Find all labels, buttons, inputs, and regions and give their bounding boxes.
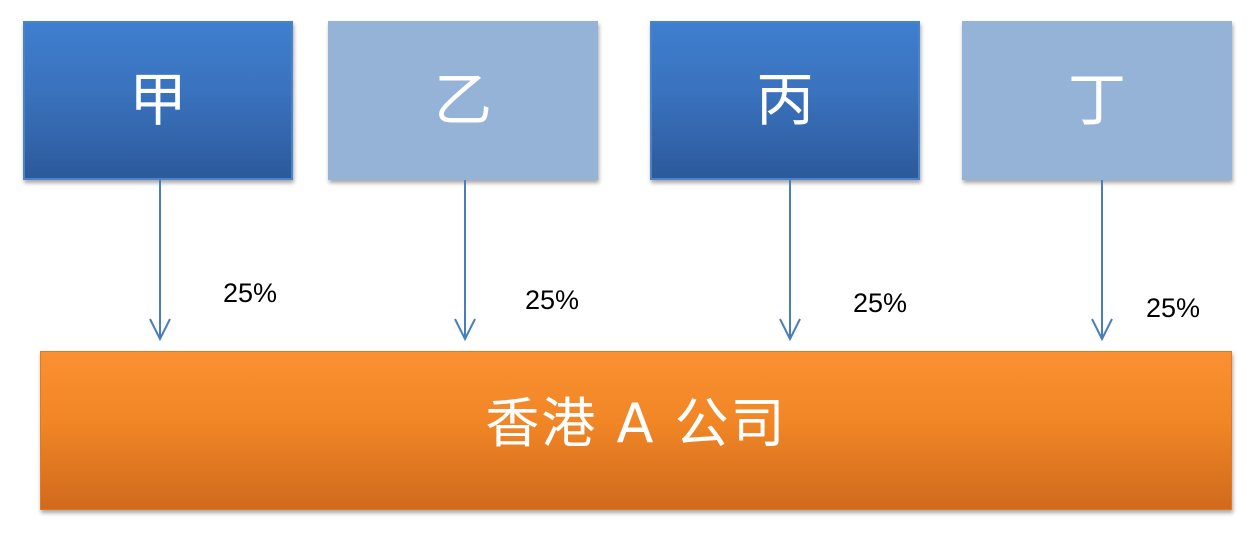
owner-box-yi: 乙 (328, 21, 598, 180)
owner-label-jia: 甲 (128, 65, 187, 134)
owner-box-ding: 丁 (962, 21, 1232, 180)
owner-label-yi: 乙 (433, 65, 492, 134)
owner-label-bing: 丙 (755, 65, 814, 134)
share-label-yi: 25% (525, 285, 580, 315)
owner-box-bing: 丙 (650, 21, 920, 180)
share-label-bing: 25% (853, 288, 908, 318)
owner-box-jia: 甲 (23, 21, 293, 180)
arrow-ding (1091, 180, 1113, 342)
owner-label-ding: 丁 (1067, 65, 1126, 134)
arrow-bing (779, 180, 801, 342)
share-label-ding: 25% (1146, 293, 1201, 323)
share-label-jia: 25% (223, 278, 278, 308)
arrow-yi (454, 180, 476, 342)
company-box: 香港 A 公司 (40, 351, 1232, 510)
company-name: 香港 A 公司 (485, 392, 787, 455)
arrow-jia (149, 180, 171, 342)
